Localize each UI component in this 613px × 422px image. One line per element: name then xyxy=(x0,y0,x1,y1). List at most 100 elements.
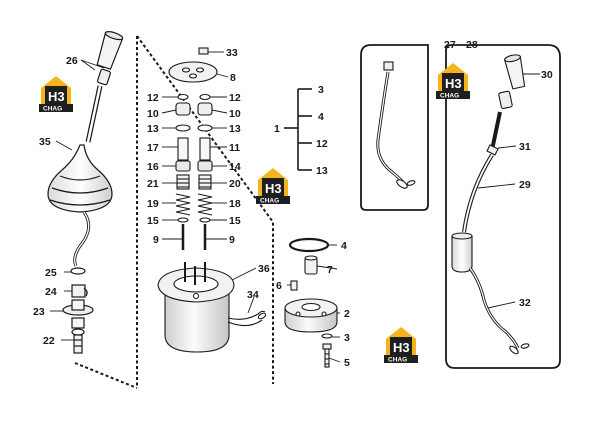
callout-26: 26 xyxy=(66,55,78,67)
spring-18 xyxy=(197,193,213,216)
callout-numbers: 26 35 25 24 23 22 33 8 12 12 10 10 13 13… xyxy=(33,39,553,369)
callout-12-group: 12 xyxy=(316,138,328,150)
callout-19: 19 xyxy=(147,198,159,210)
cable xyxy=(73,211,91,267)
callout-33: 33 xyxy=(226,47,238,59)
group-borders xyxy=(74,35,274,389)
ring-13-right xyxy=(197,124,213,132)
callout-32: 32 xyxy=(519,297,531,309)
watermark-logo: H3 CHAG xyxy=(256,168,290,205)
frame-27 xyxy=(360,44,429,211)
callout-36: 36 xyxy=(258,263,270,275)
callout-11: 11 xyxy=(229,142,240,154)
callout-13-right: 13 xyxy=(229,123,241,135)
wire-34 xyxy=(227,310,266,320)
callout-6: 6 xyxy=(276,280,282,292)
ring-13-left xyxy=(175,124,191,132)
watermark-logo: H3 CHAG xyxy=(384,327,418,364)
washer-15-right xyxy=(199,217,211,223)
frame-28 xyxy=(445,44,561,369)
washer-25 xyxy=(70,267,86,275)
callout-16: 16 xyxy=(147,161,159,173)
callout-25: 25 xyxy=(45,267,57,279)
knob-sleeve xyxy=(97,68,111,86)
ring-12-right xyxy=(199,93,211,101)
callout-10-left: 10 xyxy=(147,108,159,120)
callout-12-left: 12 xyxy=(147,92,159,104)
cap-14 xyxy=(197,160,213,172)
callout-24: 24 xyxy=(45,286,57,298)
callout-3: 3 xyxy=(344,332,350,344)
callout-17: 17 xyxy=(147,142,159,154)
base-parts xyxy=(284,237,338,368)
bracket-group-1 xyxy=(284,88,312,171)
callout-13-left: 13 xyxy=(147,123,159,135)
svg-text:CHAG: CHAG xyxy=(388,357,407,364)
callout-1: 1 xyxy=(274,123,280,135)
callout-21: 21 xyxy=(147,178,159,190)
callout-4-top: 4 xyxy=(318,111,324,123)
cap-10-right xyxy=(197,102,213,116)
callout-10-right: 10 xyxy=(229,108,241,120)
callout-15-right: 15 xyxy=(229,215,241,227)
svg-text:CHAG: CHAG xyxy=(260,198,279,205)
rubber-boot-35 xyxy=(47,144,113,213)
kit-frames xyxy=(360,44,561,369)
joystick-left xyxy=(47,31,124,354)
callout-23: 23 xyxy=(33,306,45,318)
dashed-border-bottom xyxy=(74,362,138,389)
svg-text:H3: H3 xyxy=(48,89,65,104)
callout-5: 5 xyxy=(344,357,350,369)
dashed-border-right xyxy=(136,35,274,384)
callout-18: 18 xyxy=(229,198,241,210)
watermark-logo: H3 CHAG xyxy=(436,63,470,100)
harness-27 xyxy=(376,61,416,189)
bolt-5 xyxy=(322,343,332,350)
callout-13-group: 13 xyxy=(316,165,328,177)
spring-19 xyxy=(175,193,191,216)
leader-lines xyxy=(50,51,540,363)
callout-7: 7 xyxy=(327,264,333,276)
cap-16 xyxy=(175,160,191,172)
callout-30: 30 xyxy=(541,69,553,81)
ring-12-left xyxy=(177,93,189,101)
callout-20: 20 xyxy=(229,178,241,190)
knob-26 xyxy=(96,31,124,70)
callout-29: 29 xyxy=(519,179,531,191)
plate-8 xyxy=(168,61,218,83)
watermark-logo: H3 CHAG xyxy=(39,76,73,113)
callout-9-right: 9 xyxy=(229,234,235,246)
callout-35: 35 xyxy=(39,136,51,148)
o-ring-4 xyxy=(288,237,330,253)
housing-36 xyxy=(164,289,230,353)
valve-assembly xyxy=(157,47,267,353)
svg-text:CHAG: CHAG xyxy=(43,106,62,113)
svg-text:CHAG: CHAG xyxy=(440,93,459,100)
shaft-29 xyxy=(462,153,494,233)
stud-22 xyxy=(71,317,85,329)
collar-24 xyxy=(71,284,86,298)
callout-28: 28 xyxy=(466,39,478,51)
callout-15-left: 15 xyxy=(147,215,159,227)
callout-2: 2 xyxy=(344,308,350,320)
svg-text:H3: H3 xyxy=(265,181,282,196)
pin-6 xyxy=(290,280,298,291)
pin-11 xyxy=(199,137,211,161)
pin-17 xyxy=(177,137,189,161)
washer-15-left xyxy=(177,217,189,223)
switch-31 xyxy=(486,144,499,156)
callout-9-left: 9 xyxy=(153,234,159,246)
callout-8: 8 xyxy=(230,72,236,84)
callout-27: 27 xyxy=(444,39,456,51)
screw-33 xyxy=(198,47,209,55)
callout-22: 22 xyxy=(43,335,55,347)
callout-3-top: 3 xyxy=(318,84,324,96)
callout-12-right: 12 xyxy=(229,92,241,104)
callout-31: 31 xyxy=(519,141,531,153)
cap-10-left xyxy=(175,102,191,116)
svg-text:H3: H3 xyxy=(393,340,410,355)
callout-14: 14 xyxy=(229,161,241,173)
svg-text:H3: H3 xyxy=(445,76,462,91)
